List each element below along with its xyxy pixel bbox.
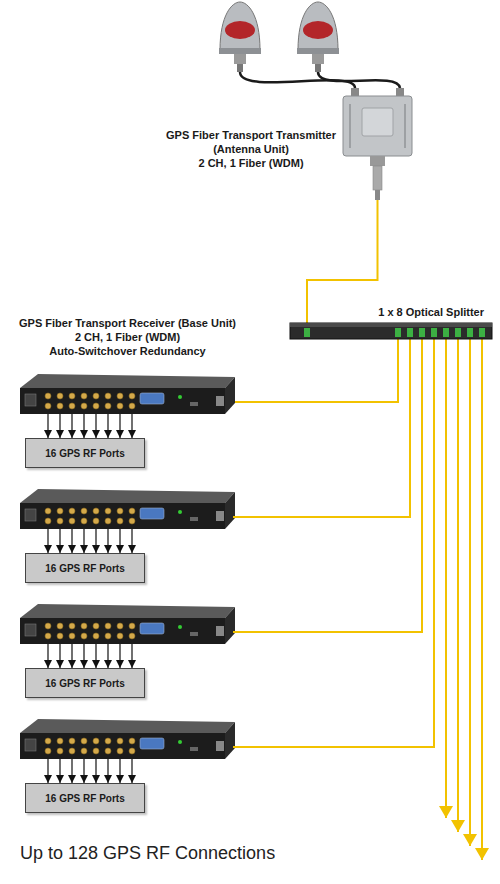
connector-line [95, 414, 96, 438]
text-line: Auto-Switchover Redundancy [19, 344, 236, 358]
connector-line [71, 414, 72, 438]
text-line: GPS Fiber Transport Transmitter [166, 128, 336, 142]
rf-output-arrows [48, 529, 132, 553]
unit-heading: GPS Fiber Transport Transmitter (Antenna… [166, 128, 336, 170]
box-label: 16 GPS RF Ports [45, 563, 124, 574]
optical-fiber [233, 339, 482, 860]
transmitter-unit: GPS Fiber Transport Transmitter (Antenna… [340, 88, 415, 200]
text-line: 2 CH, 1 Fiber (WDM) [19, 330, 236, 344]
optical-fiber [307, 200, 378, 323]
optical-splitter-drawing [290, 323, 492, 339]
gps-antenna [219, 2, 261, 72]
receiver-unit-drawing [20, 372, 235, 414]
connector-line [131, 414, 132, 438]
receiver-unit [20, 719, 235, 759]
antenna-cable [318, 72, 400, 88]
connector-line [47, 414, 48, 438]
unit-heading: GPS Fiber Transport Receiver (Base Unit)… [19, 316, 236, 358]
gps-antenna [297, 2, 339, 72]
text-line: 2 CH, 1 Fiber (WDM) [166, 156, 336, 170]
rf-port-box: 16 GPS RF Ports [25, 438, 145, 468]
connector-line [119, 414, 120, 438]
receiver-unit [20, 489, 235, 529]
rf-port-box: 16 GPS RF Ports [25, 553, 145, 583]
box-label: 16 GPS RF Ports [45, 793, 124, 804]
rf-port-box: 16 GPS RF Ports [25, 783, 145, 813]
optical-fiber [233, 339, 398, 402]
text-line: (Antenna Unit) [166, 142, 336, 156]
optical-splitter: 1 x 8 Optical Splitter [290, 323, 492, 339]
rf-output-arrows [48, 644, 132, 668]
rf-output-arrows [48, 414, 132, 438]
connector-line [107, 414, 108, 438]
receiver-unit [20, 604, 235, 644]
rf-port-box: 16 GPS RF Ports [25, 668, 145, 698]
figure-caption: Up to 128 GPS RF Connections [20, 843, 275, 864]
connector-line [307, 200, 378, 323]
text-line: GPS Fiber Transport Receiver (Base Unit) [19, 316, 236, 330]
transmitter-unit-drawing [340, 88, 415, 200]
connector-line [83, 414, 84, 438]
box-label: 16 GPS RF Ports [45, 448, 124, 459]
receiver-unit: GPS Fiber Transport Receiver (Base Unit)… [20, 372, 235, 414]
unit-heading: 1 x 8 Optical Splitter [378, 305, 484, 319]
connector-line [59, 414, 60, 438]
box-label: 16 GPS RF Ports [45, 678, 124, 689]
connector-line [233, 339, 398, 402]
rf-output-arrows [48, 759, 132, 783]
